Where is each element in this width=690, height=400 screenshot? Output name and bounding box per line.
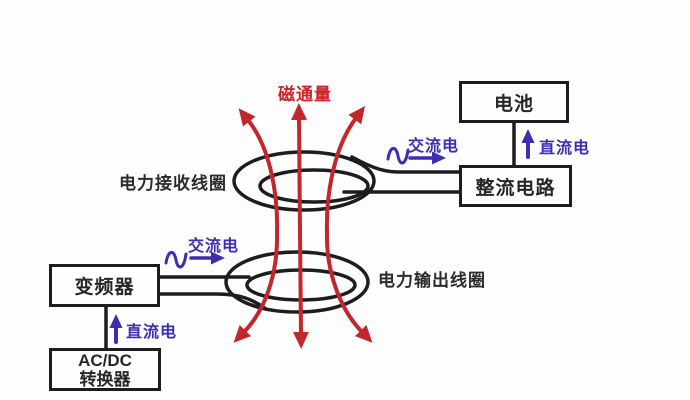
output-coil-label: 电力输出线圈 (378, 271, 486, 290)
acdc-converter-box: AC/DC 转换器 (49, 348, 161, 391)
wire-receiving-coil-upper (350, 155, 463, 174)
dc-current-label-top: 直流电 (539, 140, 591, 157)
current-flow-annotations (109, 129, 535, 344)
receiving-coil-outer-ellipse (232, 150, 376, 212)
inverter-box: 变频器 (49, 264, 160, 307)
flux-arrow-left-up-icon (238, 108, 280, 234)
flux-arrow-right-down-icon (324, 230, 373, 343)
battery-label: 电池 (493, 93, 534, 115)
ac-current-label-top: 交流电 (408, 138, 460, 155)
inverter-label: 变频器 (74, 277, 135, 298)
ac-current-label-bottom: 交流电 (188, 238, 240, 255)
receiving-coil-label: 电力接收线圈 (119, 174, 227, 193)
flux-arrow-right-up-icon (324, 105, 365, 234)
sine-wave-bottom-icon (164, 251, 188, 269)
magnetic-flux-lines (233, 103, 373, 349)
magnetic-flux-label: 磁通量 (278, 85, 332, 104)
flux-arrow-center-down-icon (292, 230, 309, 349)
receiving-coil-inner-ellipse (258, 168, 370, 204)
flux-arrow-left-down-icon (233, 230, 280, 343)
battery-box: 电池 (459, 81, 569, 123)
rectifier-label: 整流电路 (475, 177, 556, 199)
connector-wires (104, 120, 516, 353)
flux-arrow-center-up-icon (291, 103, 308, 234)
rectifier-box: 整流电路 (459, 165, 572, 207)
sine-wave-top-icon (386, 147, 410, 165)
dc-current-label-bottom: 直流电 (126, 324, 178, 341)
acdc-converter-label-line1: AC/DC (78, 350, 132, 370)
wire-output-coil-lower (156, 292, 268, 311)
acdc-converter-label-line2: 转换器 (79, 369, 131, 389)
output-coil-outer-ellipse (224, 250, 370, 314)
